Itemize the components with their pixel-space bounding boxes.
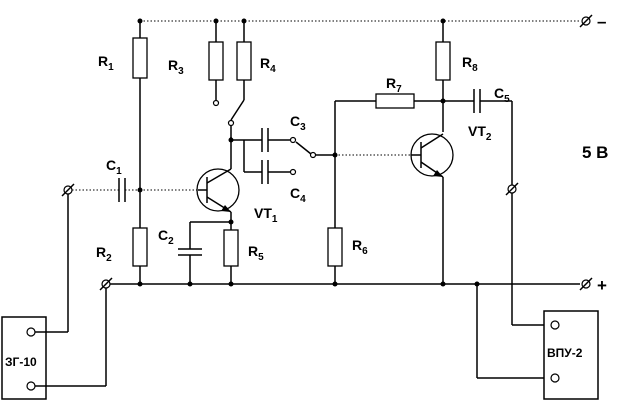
resistor-r7 — [335, 93, 443, 109]
positive-rail — [108, 277, 593, 291]
mode-label: 5 B — [582, 143, 608, 162]
resistor-r1 — [132, 21, 148, 228]
transistor-vt1 — [196, 137, 240, 222]
negative-rail — [137, 14, 593, 28]
label-r4: R4 — [260, 55, 276, 75]
label-r2: R2 — [96, 244, 112, 264]
resistor-r6 — [327, 101, 343, 284]
label-c5: C5 — [494, 85, 510, 105]
generator-box — [1, 194, 113, 400]
resistor-r5 — [223, 222, 239, 284]
capacitor-c4 — [244, 160, 297, 184]
output-terminal — [505, 182, 551, 326]
capacitor-c2 — [178, 221, 231, 284]
coupling-switch — [295, 141, 335, 159]
label-c3: C3 — [290, 113, 306, 133]
generator-label: ЗГ-10 — [5, 355, 37, 369]
label-r7: R7 — [386, 75, 402, 95]
capacitor-c3 — [231, 128, 297, 172]
label-c4: C4 — [290, 185, 306, 205]
label-c2: C2 — [158, 227, 174, 247]
resistor-r3 — [208, 21, 224, 107]
resistor-r4 — [236, 21, 252, 100]
meter-box — [543, 310, 599, 400]
label-c1: C1 — [106, 157, 122, 177]
label-vt2: VT2 — [468, 123, 492, 143]
negative-rail-sign: – — [597, 12, 606, 31]
capacitor-c1 — [72, 178, 140, 202]
label-r6: R6 — [352, 237, 368, 257]
resistor-r8 — [435, 21, 451, 132]
label-r5: R5 — [248, 243, 264, 263]
label-r1: R1 — [98, 53, 114, 73]
label-vt1: VT1 — [254, 205, 278, 225]
label-r3: R3 — [168, 57, 184, 77]
meter-label: ВПУ-2 — [547, 346, 583, 360]
capacitor-c5 — [443, 89, 513, 185]
resistor-r2 — [132, 227, 148, 284]
collector-load-switch — [227, 99, 245, 140]
transistor-vt2 — [410, 133, 454, 284]
label-r8: R8 — [462, 54, 478, 74]
positive-rail-sign: + — [597, 276, 607, 295]
